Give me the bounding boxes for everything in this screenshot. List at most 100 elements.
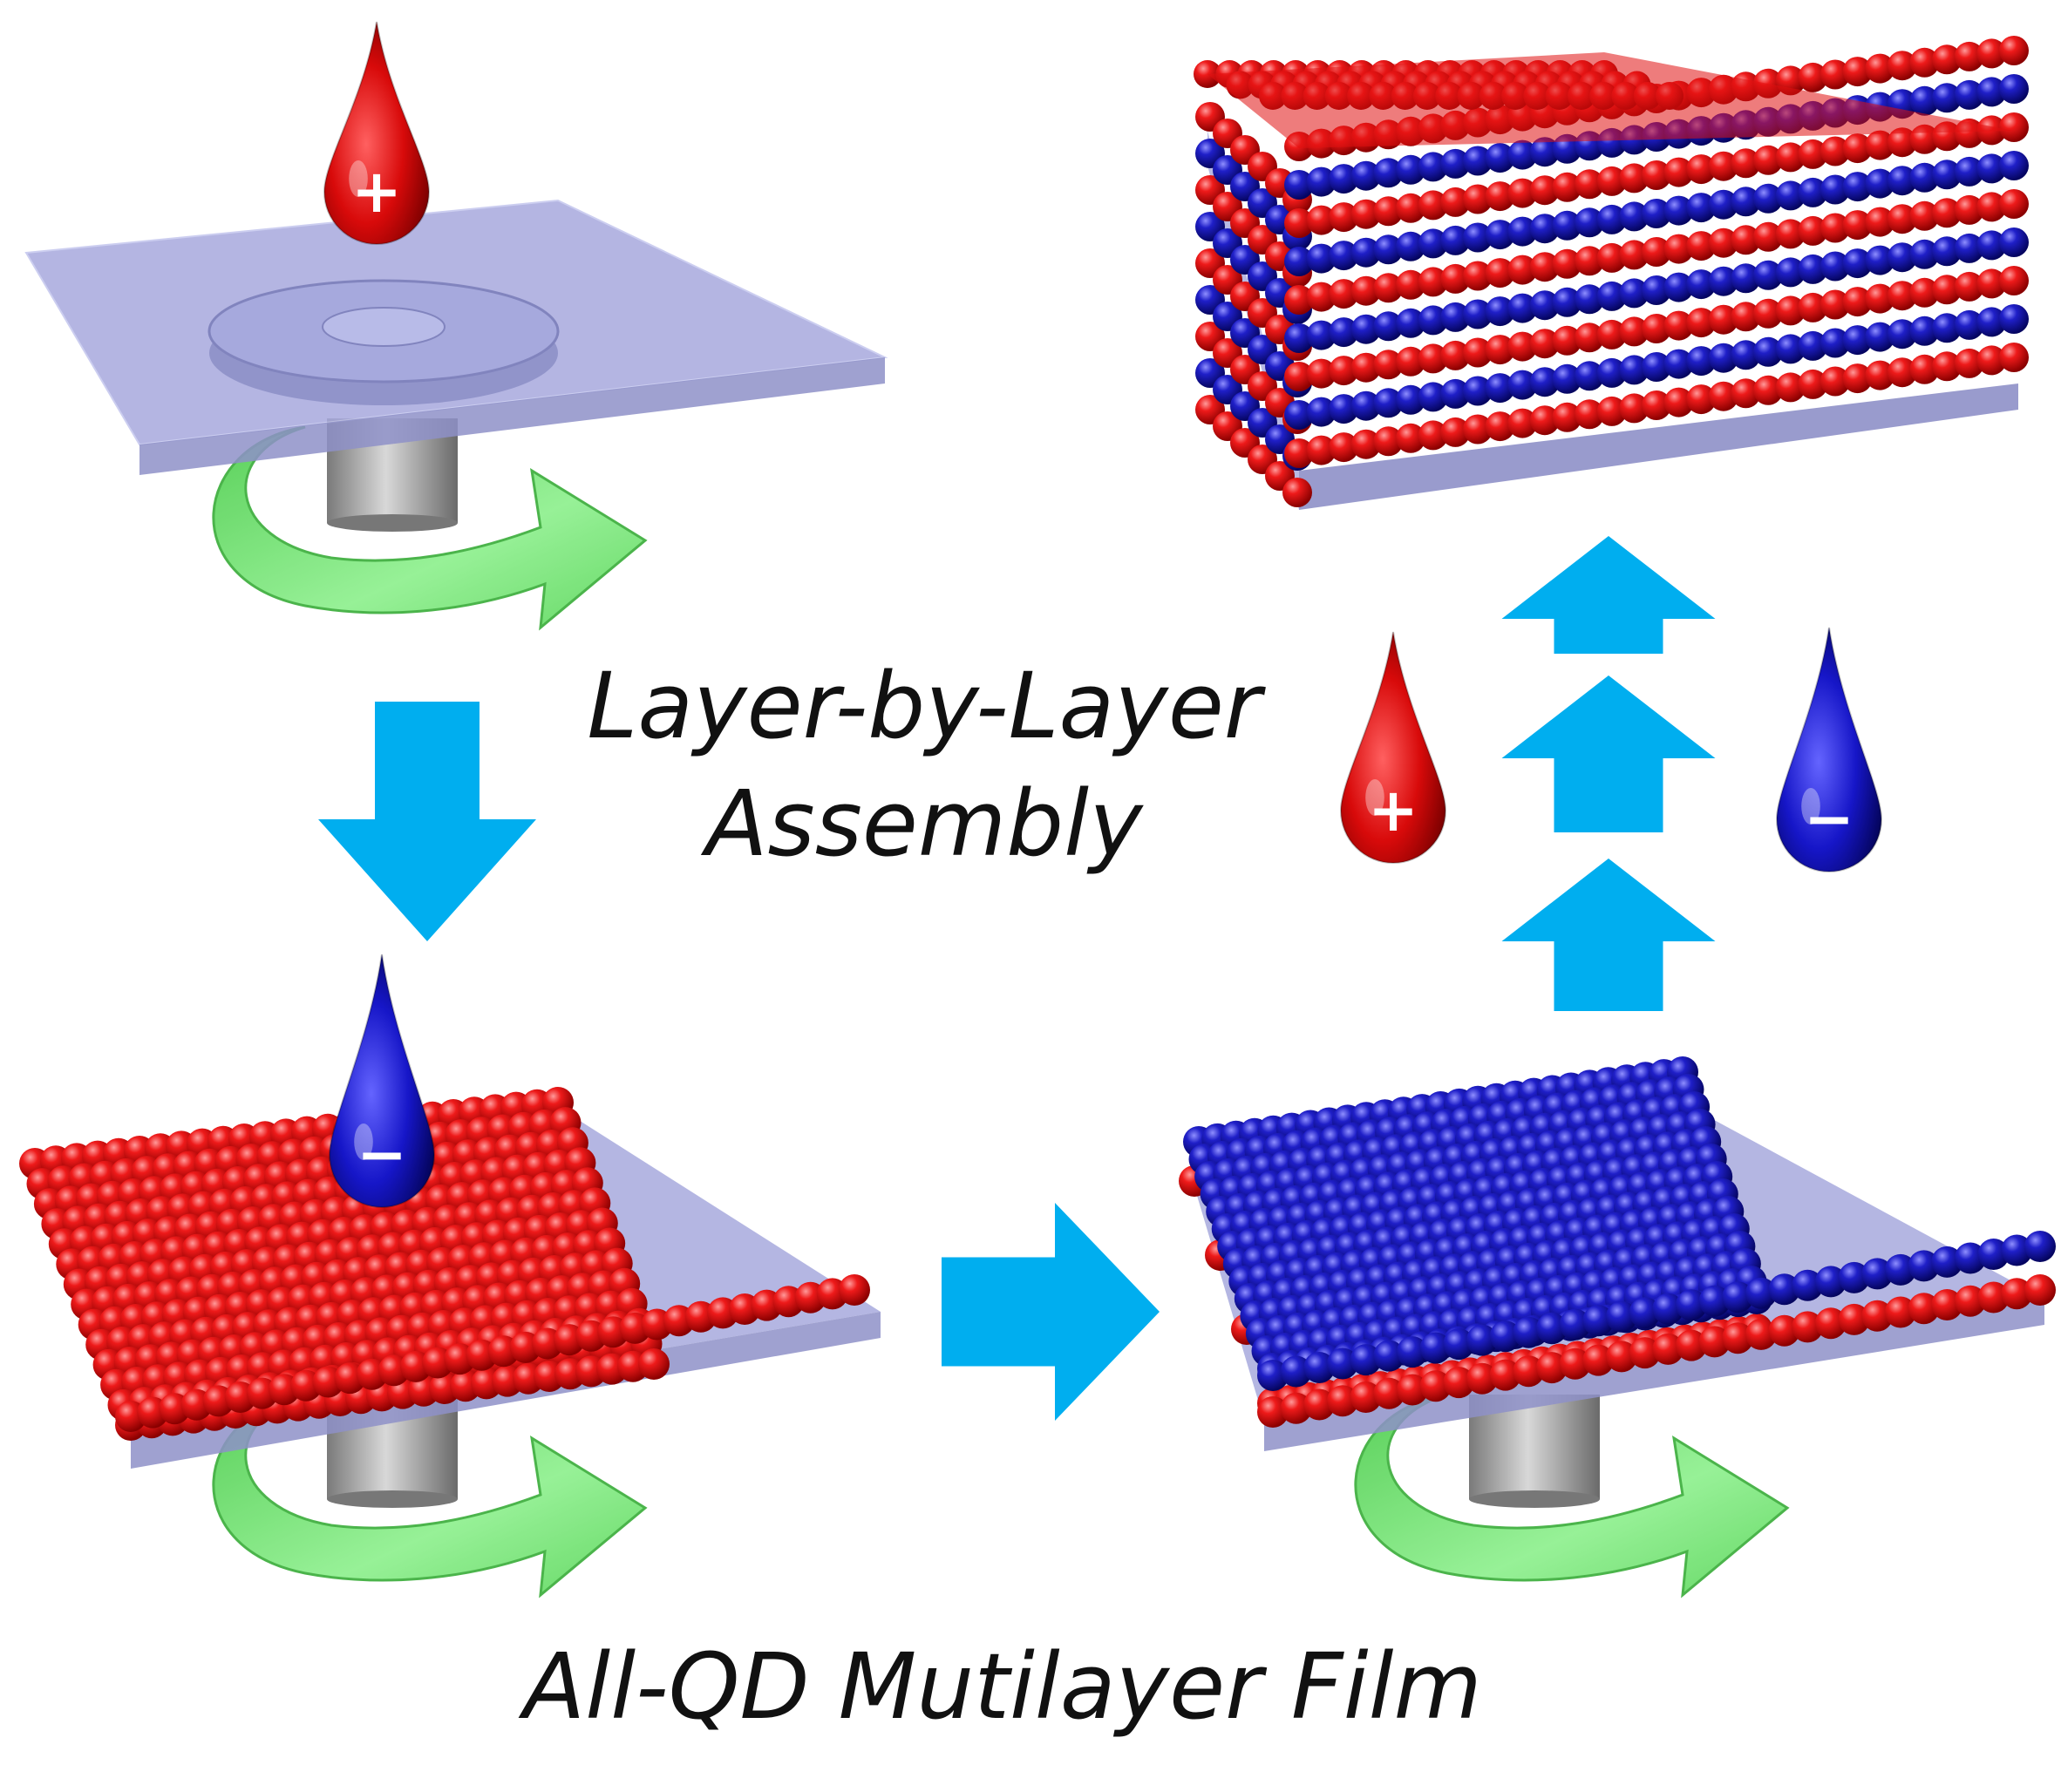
- stack-front-blue-qd: [1642, 275, 1671, 305]
- stack-front-red-qd: [1485, 181, 1515, 212]
- blue-layer-edge-qd: [1397, 1336, 1428, 1368]
- stack-front-red-qd: [1686, 231, 1717, 261]
- stack-front-blue-qd: [1999, 74, 2029, 104]
- stack-front-blue-qd: [1529, 214, 1560, 244]
- spin-arrow: [1354, 1393, 1790, 1599]
- stack-front-red-qd: [1954, 194, 1984, 225]
- spin-arrow: [212, 1393, 648, 1599]
- stack-front-red-qd: [1731, 225, 1761, 255]
- stack-front-blue-qd: [1909, 239, 1940, 269]
- stack-front-blue-qd: [1596, 204, 1627, 234]
- substrate-front-edge: [1299, 384, 2018, 510]
- stack-front-red-qd: [1463, 184, 1493, 214]
- arrow-up-bottom: [1501, 859, 1716, 1011]
- stack-front-blue-qd: [1463, 146, 1493, 176]
- stack-front-blue-qd: [1284, 247, 1314, 276]
- red-under-layer-edge-qd: [1373, 1377, 1405, 1409]
- stack-front-red-qd: [1485, 258, 1515, 288]
- stack-front-blue-qd: [1954, 156, 1984, 187]
- stack-front-blue-qd: [1619, 355, 1649, 385]
- stack-front-blue-qd: [1396, 308, 1426, 338]
- stack-top-surface: [1207, 52, 2014, 148]
- stack-front-blue-qd: [1820, 251, 1850, 282]
- blue-layer-edge-qd: [2024, 1231, 2056, 1262]
- stack-front-red-qd: [1507, 331, 1538, 362]
- stack-front-blue-qd: [1932, 160, 1962, 190]
- stack-front-blue-qd: [1529, 137, 1560, 167]
- blue-layer-edge-qd: [1629, 1297, 1661, 1329]
- stack-front-blue-qd: [1575, 361, 1605, 391]
- arrow-up-top: [1501, 536, 1716, 654]
- stack-front-red-qd: [1350, 352, 1381, 383]
- stack-front-blue-qd: [1619, 278, 1649, 309]
- chuck-disk-center: [322, 307, 446, 347]
- stack-front-blue-qd: [1999, 151, 2029, 180]
- stack-front-red-qd: [1575, 399, 1605, 430]
- stack-front-blue-qd: [1642, 352, 1671, 382]
- stack-front-red-qd: [1820, 213, 1850, 243]
- stack-front-red-qd: [1976, 38, 2007, 69]
- stack-front-red-qd: [1642, 314, 1671, 343]
- red-under-layer-edge-qd: [1955, 1285, 1986, 1317]
- stack-front-red-qd: [1350, 429, 1381, 459]
- stack-front-blue-qd: [1731, 263, 1761, 294]
- red-under-layer-edge-qd: [1861, 1300, 1894, 1332]
- blue-layer-edge-qd: [1768, 1273, 1800, 1306]
- red-under-layer-edge-qd: [1489, 1359, 1521, 1391]
- stack-front-blue-qd: [1329, 241, 1359, 271]
- stack-front-red-qd: [1350, 275, 1381, 306]
- stack-front-red-qd: [1909, 200, 1940, 231]
- stack-front-blue-qd: [1373, 311, 1404, 342]
- stack-front-red-qd: [1708, 381, 1738, 411]
- stack-front-red-qd: [1909, 47, 1940, 78]
- stack-front-blue-qd: [1753, 336, 1784, 367]
- stack-front-blue-qd: [1552, 210, 1582, 241]
- stack-front-blue-qd: [1284, 400, 1314, 430]
- stack-front-blue-qd: [1485, 220, 1515, 250]
- stack-front-red-qd: [1775, 372, 1806, 403]
- substrate-front-edge: [1264, 1299, 2044, 1451]
- stack-front-red-qd: [1798, 62, 1828, 92]
- stack-front-red-qd: [1418, 190, 1448, 221]
- red-layer-qd: [638, 1348, 670, 1380]
- blue-layer-edge-qd: [1676, 1289, 1707, 1321]
- panel-blue-layer: [1179, 1056, 2056, 1599]
- stack-front-red-qd: [1306, 282, 1337, 312]
- blue-layer-edge-qd: [1280, 1355, 1312, 1388]
- red-under-layer-edge-qd: [1815, 1307, 1847, 1340]
- stack-front-blue-qd: [1909, 85, 1940, 116]
- stack-front-red-qd: [1999, 343, 2029, 372]
- stack-front-blue-qd: [1976, 77, 2007, 107]
- stack-front-red-qd: [1619, 316, 1649, 347]
- stack-front-red-qd: [1932, 275, 1962, 305]
- stack-front-red-qd: [1932, 198, 1962, 228]
- negative-drop-side-highlight: [1801, 788, 1820, 825]
- stack-front-red-qd: [1663, 387, 1694, 417]
- stack-front-blue-qd: [1329, 394, 1359, 424]
- red-under-layer-edge-qd: [1303, 1388, 1336, 1421]
- stack-front-red-qd: [1909, 277, 1940, 308]
- panel-spin-substrate: +: [24, 21, 888, 631]
- stack-front-red-qd: [1887, 357, 1917, 388]
- stack-front-red-qd: [1887, 204, 1917, 234]
- stack-front-red-qd: [1463, 414, 1493, 445]
- stack-front-red-qd: [1686, 384, 1717, 415]
- stack-front-red-qd: [1708, 151, 1738, 181]
- stack-front-blue-qd: [1842, 325, 1873, 356]
- stack-front-red-qd: [1373, 273, 1404, 303]
- stack-front-blue-qd: [1842, 248, 1873, 279]
- stack-front-red-qd: [1865, 53, 1895, 84]
- positive-drop-panel1: [323, 21, 431, 245]
- stack-front-red-qd: [1418, 343, 1448, 374]
- stack-front-red-qd: [1596, 396, 1627, 426]
- red-under-layer-edge-qd: [1908, 1293, 1940, 1325]
- stack-front-blue-qd: [1686, 193, 1717, 223]
- stack-front-red-qd: [1842, 287, 1873, 317]
- stack-front-red-qd: [1999, 36, 2029, 65]
- stack-front-blue-qd: [1507, 216, 1538, 247]
- blue-layer-edge-qd: [1327, 1347, 1358, 1380]
- stack-front-blue-qd: [1596, 281, 1627, 311]
- stack-front-blue-qd: [1708, 189, 1738, 220]
- stack-front-blue-qd: [1708, 266, 1738, 296]
- stack-front-red-qd: [1373, 350, 1404, 380]
